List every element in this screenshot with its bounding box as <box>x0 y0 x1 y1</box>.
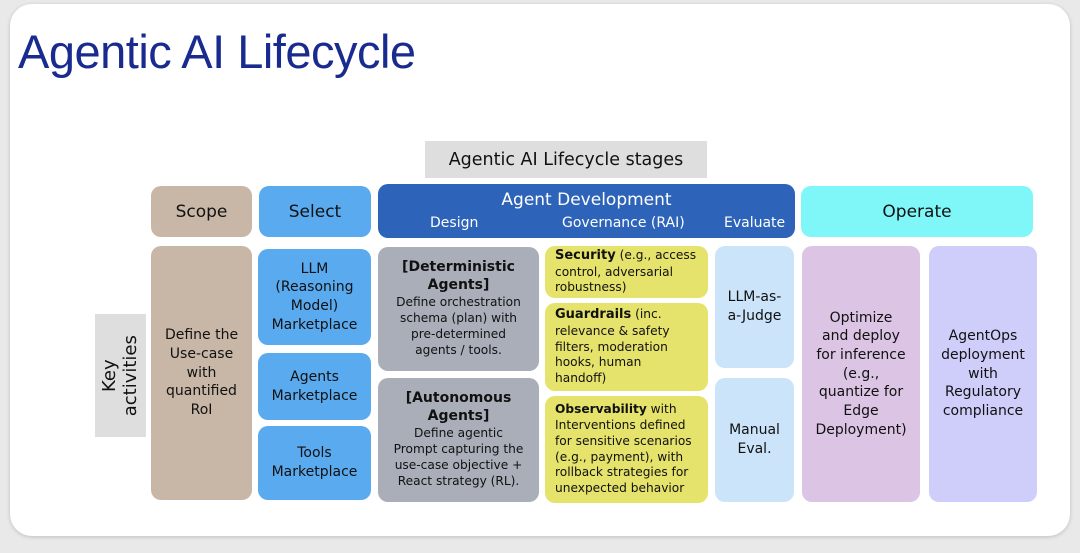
select-agents-text: Agents Marketplace <box>271 368 358 404</box>
operate-header: Operate <box>801 186 1033 237</box>
observability-head: Observability <box>555 401 647 416</box>
guardrails-head: Guardrails <box>555 306 632 322</box>
agent-development-header: Agent Development Design Governance (RAI… <box>378 184 795 238</box>
stages-label: Agentic AI Lifecycle stages <box>425 141 707 178</box>
scope-header: Scope <box>151 186 252 237</box>
evaluate-box-manual: Manual Eval. <box>715 378 794 502</box>
select-box-tools: Tools Marketplace <box>258 426 371 500</box>
evaluate-box-llm-judge: LLM-as- a-Judge <box>715 246 794 368</box>
operate-box-optimize: Optimize and deploy for inference (e.g.,… <box>802 246 920 502</box>
slide-title: Agentic AI Lifecycle <box>18 25 416 78</box>
llm-judge-text: LLM-as- a-Judge <box>727 289 782 324</box>
select-tools-text: Tools Marketplace <box>271 445 358 480</box>
deterministic-body: Define orchestration schema (plan) with … <box>396 295 521 357</box>
agent-development-title: Agent Development <box>501 190 672 210</box>
key-activities-label: Key activities <box>95 314 146 437</box>
manual-eval-text: Manual Eval. <box>729 422 780 457</box>
governance-box-observability: Observability with Interventions defined… <box>545 396 708 503</box>
key-activities-text: Key activities <box>98 334 141 417</box>
scope-activity-box: Define the Use-case with quantified RoI <box>151 246 252 500</box>
evaluate-subheader: Evaluate <box>724 215 786 231</box>
security-head: Security <box>555 247 616 263</box>
security-body: (e.g., access control, adversarial robus… <box>555 247 697 295</box>
scope-activity-text: Define the Use-case with quantified RoI <box>164 327 239 418</box>
design-box-deterministic: [Deterministic Agents] Define orchestrat… <box>378 247 539 371</box>
select-box-agents: Agents Marketplace <box>258 353 371 420</box>
guardrails-body: (inc. relevance & safety filters, modera… <box>555 306 670 386</box>
design-subheader: Design <box>430 215 479 231</box>
agentops-text: AgentOps deployment with Regulatory comp… <box>941 328 1025 419</box>
design-box-autonomous: [Autonomous Agents] Define agentic Promp… <box>378 378 539 502</box>
governance-box-security: Security (e.g., access control, adversar… <box>545 246 708 298</box>
select-llm-text: LLM (Reasoning Model) Marketplace <box>271 260 358 333</box>
select-box-llm: LLM (Reasoning Model) Marketplace <box>258 249 371 345</box>
observability-body: with Interventions defined for sensitive… <box>555 401 692 496</box>
autonomous-title: [Autonomous Agents] <box>405 390 512 425</box>
governance-box-guardrails: Guardrails (inc. relevance & safety filt… <box>545 303 708 391</box>
optimize-text: Optimize and deploy for inference (e.g.,… <box>815 309 907 438</box>
autonomous-body: Define agentic Prompt capturing the use-… <box>393 426 524 488</box>
select-header: Select <box>259 186 371 237</box>
operate-box-agentops: AgentOps deployment with Regulatory comp… <box>929 246 1037 502</box>
governance-subheader: Governance (RAI) <box>562 215 685 231</box>
deterministic-title: [Deterministic Agents] <box>402 259 515 294</box>
